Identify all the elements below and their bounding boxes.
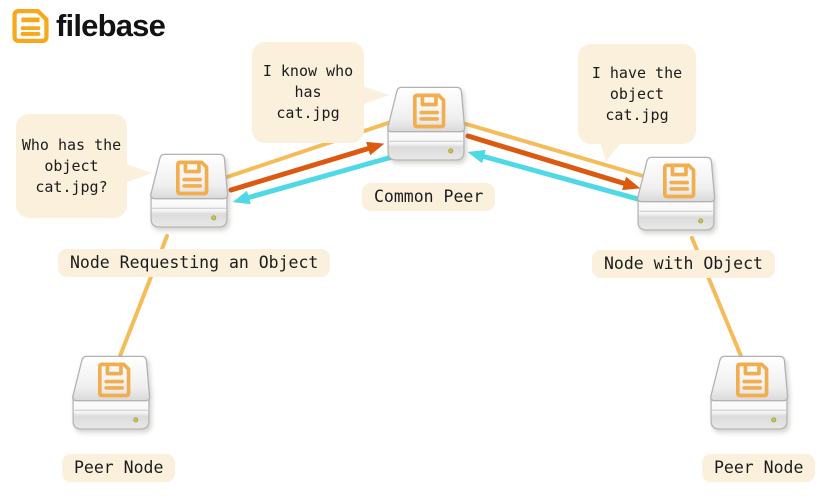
peer-node-right-drive-icon xyxy=(709,354,789,437)
common-peer-drive-icon xyxy=(386,85,466,168)
speech-bubble-i-have: I have the object cat.jpg xyxy=(578,44,696,161)
label-node-requesting: Node Requesting an Object xyxy=(58,249,331,277)
label-peer-node-left: Peer Node xyxy=(62,454,176,482)
bubble-line: has xyxy=(294,83,322,101)
bubble-line: cat.jpg xyxy=(276,104,340,122)
label-node-with-object: Node with Object xyxy=(592,250,775,278)
bubble-tail xyxy=(125,164,152,183)
floppy-disk-icon xyxy=(12,9,49,43)
bubble-tail xyxy=(600,142,622,161)
peer-node-left-drive-icon xyxy=(71,354,151,437)
response-arrows xyxy=(232,149,648,205)
label-common-peer: Common Peer xyxy=(362,183,496,211)
bubble-line: object xyxy=(44,156,99,175)
bubble-tail xyxy=(362,86,389,105)
bubble-line: object xyxy=(609,84,665,103)
bubble-line: cat.jpg? xyxy=(35,177,108,196)
request-arrows xyxy=(228,133,641,193)
bubble-line: I know who xyxy=(262,62,354,80)
bubble-line: I have the xyxy=(591,63,683,82)
speech-bubble-i-know: I know who has cat.jpg xyxy=(252,42,389,143)
bubble-line: cat.jpg xyxy=(605,105,669,124)
node-with-object-drive-icon xyxy=(636,155,716,238)
brand-name: filebase xyxy=(56,8,166,43)
node-requesting-drive-icon xyxy=(149,152,229,235)
bubble-line: Who has the xyxy=(21,135,122,154)
filebase-logo: filebase xyxy=(12,8,166,44)
speech-bubble-who-has: Who has the object cat.jpg? xyxy=(16,114,152,218)
label-peer-node-right: Peer Node xyxy=(702,454,816,482)
